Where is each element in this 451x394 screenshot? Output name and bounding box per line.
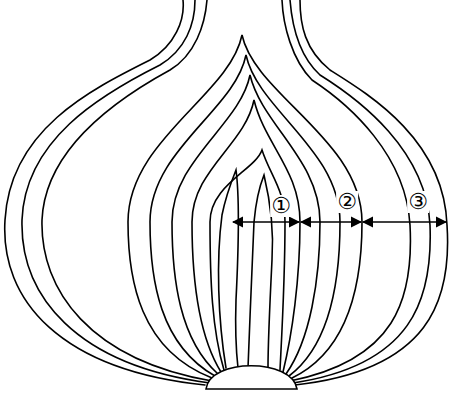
inner-leaf (248, 175, 273, 368)
inner-leaf (219, 170, 239, 368)
callout-number: ② (336, 191, 358, 213)
outer-scale (295, 0, 448, 385)
inner-scale (150, 55, 340, 376)
inner-scale (128, 35, 362, 378)
span-arrow (363, 221, 446, 223)
span-arrow (301, 221, 361, 223)
callout-number: ① (270, 195, 292, 217)
outer-scale (22, 0, 210, 383)
basal-plate (206, 366, 297, 389)
outer-scale (290, 0, 430, 383)
onion-scales (5, 0, 448, 385)
outer-scale (5, 0, 205, 385)
span-arrow (233, 221, 299, 223)
inner-scale (210, 150, 285, 370)
dimension-arrows (233, 221, 446, 223)
outer-scale (282, 0, 410, 381)
inner-scale (172, 75, 320, 374)
inner-scale (192, 100, 300, 372)
callout-number: ③ (407, 191, 429, 213)
